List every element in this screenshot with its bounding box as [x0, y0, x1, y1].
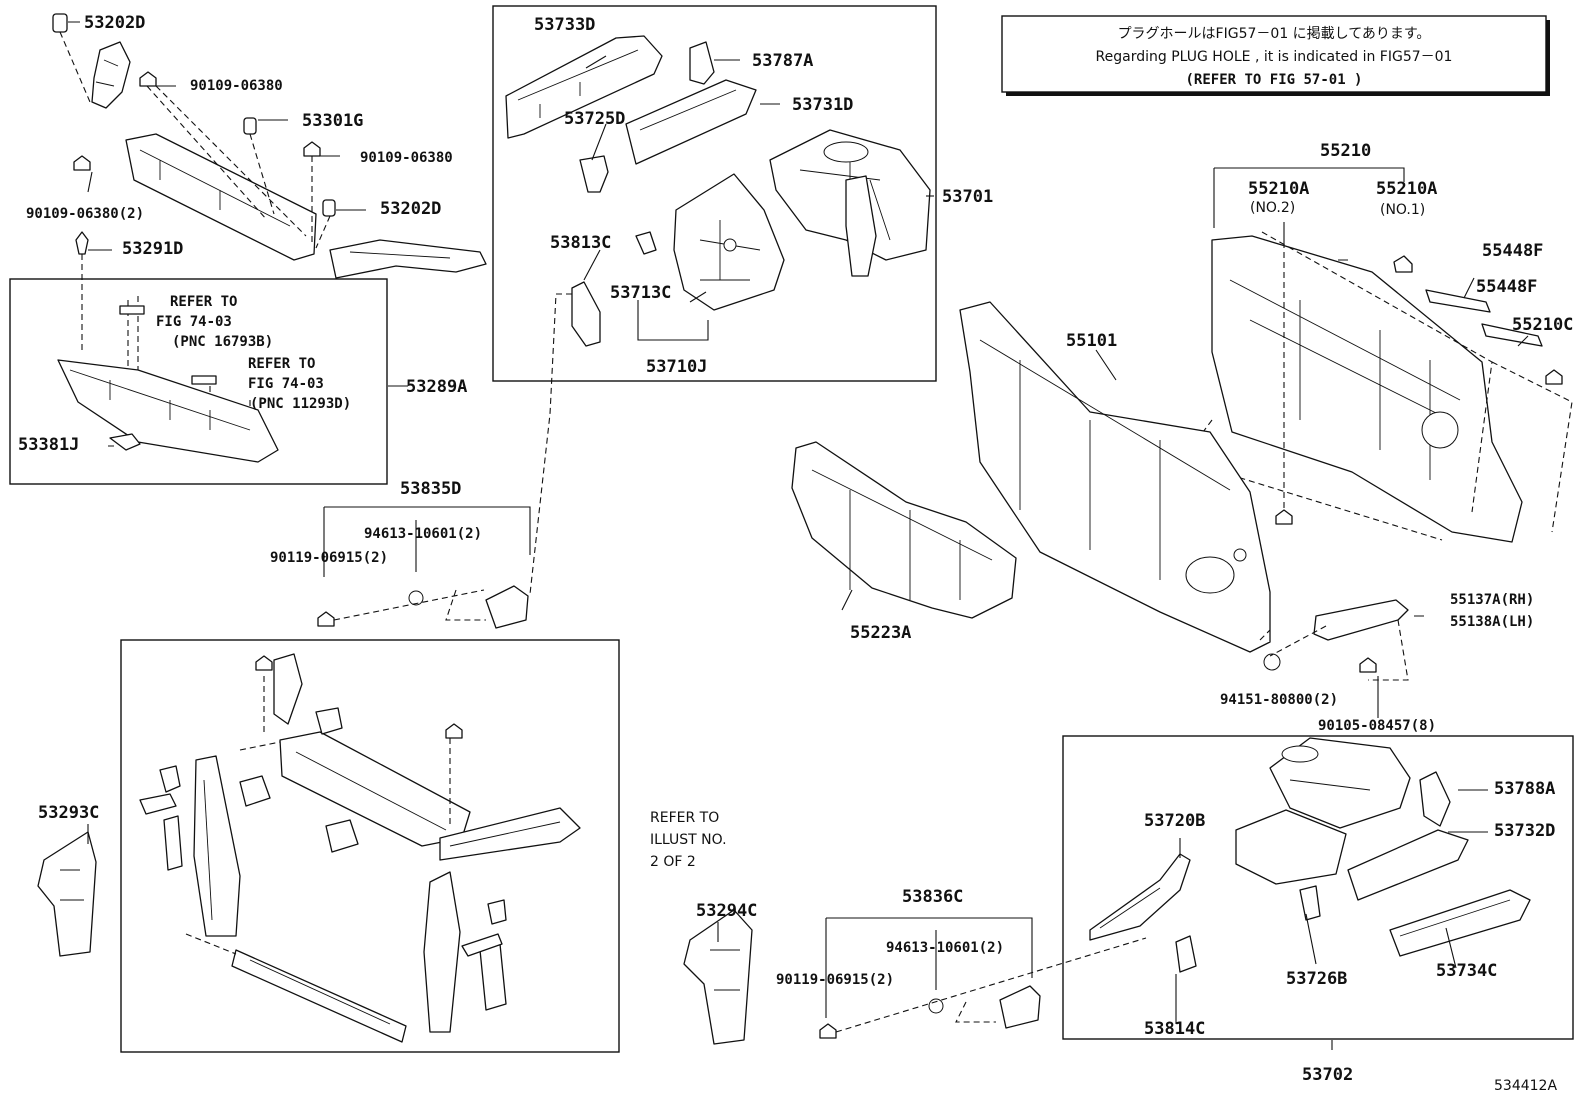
label-53734C: 53734C	[1436, 961, 1497, 981]
label-53813C: 53813C	[550, 233, 611, 253]
group-box-53702	[1062, 735, 1574, 1040]
label-55137A: 55137A(RH)	[1450, 592, 1534, 608]
refer-11293-line2: FIG 74-03	[248, 376, 324, 392]
label-53836C: 53836C	[902, 887, 963, 907]
label-53788A: 53788A	[1494, 779, 1555, 799]
refer-11293-line3: (PNC 11293D)	[250, 396, 351, 412]
refer-illust-line1: REFER TO	[650, 810, 719, 826]
label-55210C: 55210C	[1512, 315, 1573, 335]
label-53294C: 53294C	[696, 901, 757, 921]
part-labels: 53202D 90109-06380 53301G 90109-06380 90…	[18, 13, 1573, 1094]
refer-illust-line3: 2 OF 2	[650, 854, 696, 870]
label-53293C: 53293C	[38, 803, 99, 823]
refer-illust-line2: ILLUST NO.	[650, 832, 727, 848]
label-53732D: 53732D	[1494, 821, 1555, 841]
label-53733D: 53733D	[534, 15, 595, 35]
group-box-illust	[120, 639, 620, 1053]
label-53381J: 53381J	[18, 435, 79, 455]
illust-parts	[139, 653, 581, 1043]
dash-silencer-parts	[791, 167, 1573, 718]
refer-11293-line1: REFER TO	[248, 356, 315, 372]
fastener-group-53836c	[819, 917, 1147, 1039]
label-55138A: 55138A(LH)	[1450, 614, 1534, 630]
group-box-53289a	[9, 278, 388, 485]
label-53814C: 53814C	[1144, 1019, 1205, 1039]
label-leaders	[68, 21, 1529, 1024]
label-94613-b: 94613-10601(2)	[886, 940, 1004, 956]
label-53731D: 53731D	[792, 95, 853, 115]
drawing-number: 534412A	[1494, 1078, 1557, 1094]
label-90109-b: 90109-06380	[360, 150, 453, 166]
parts-5329x	[37, 831, 753, 1045]
refer-16793-line1: REFER TO	[170, 294, 237, 310]
label-55223A: 55223A	[850, 623, 911, 643]
label-53202D-top: 53202D	[84, 13, 145, 33]
label-53202D-right: 53202D	[380, 199, 441, 219]
label-90119-a: 90119-06915(2)	[270, 550, 388, 566]
label-55448F-a: 55448F	[1482, 241, 1543, 261]
fastener-group-53835d	[317, 506, 531, 629]
group-box-53701	[492, 5, 937, 382]
label-53702: 53702	[1302, 1065, 1353, 1085]
label-55448F-b: 55448F	[1476, 277, 1537, 297]
panel-53702-parts	[1089, 737, 1531, 1050]
notice-line-3: (REFER TO FIG 57-01 )	[1185, 72, 1362, 88]
label-53301G: 53301G	[302, 111, 363, 131]
label-55210A-no1: 55210A	[1376, 179, 1437, 199]
label-53291D: 53291D	[122, 239, 183, 259]
label-90105: 90105-08457(8)	[1318, 718, 1436, 734]
notice-line-2: Regarding PLUG HOLE , it is indicated in…	[1096, 49, 1453, 65]
refer-16793-line2: FIG 74-03	[156, 314, 232, 330]
refer-16793-line3: (PNC 16793B)	[172, 334, 273, 350]
label-53725D: 53725D	[564, 109, 625, 129]
label-53713C: 53713C	[610, 283, 671, 303]
label-55210A-no2: 55210A	[1248, 179, 1309, 199]
label-55210A-no1-sub: (NO.1)	[1380, 202, 1425, 218]
label-53289A: 53289A	[406, 377, 467, 397]
panel-53701-parts	[505, 35, 934, 595]
label-55210: 55210	[1320, 141, 1371, 161]
label-90109-a: 90109-06380	[190, 78, 283, 94]
label-94613-a: 94613-10601(2)	[364, 526, 482, 542]
top-left-parts	[52, 13, 487, 463]
label-53787A: 53787A	[752, 51, 813, 71]
label-55210A-no2-sub: (NO.2)	[1250, 200, 1295, 216]
label-55101: 55101	[1066, 331, 1117, 351]
label-53701: 53701	[942, 187, 993, 207]
label-53835D: 53835D	[400, 479, 461, 499]
label-53710J: 53710J	[646, 357, 707, 377]
label-90109-c: 90109-06380(2)	[26, 206, 144, 222]
plug-hole-notice: プラグホールはFIG57－01 に掲載してあります。 Regarding PLU…	[1001, 15, 1550, 96]
label-94151: 94151-80800(2)	[1220, 692, 1338, 708]
label-53720B: 53720B	[1144, 811, 1205, 831]
label-90119-b: 90119-06915(2)	[776, 972, 894, 988]
notice-line-1: プラグホールはFIG57－01 に掲載してあります。	[1118, 26, 1431, 42]
label-53726B: 53726B	[1286, 969, 1347, 989]
